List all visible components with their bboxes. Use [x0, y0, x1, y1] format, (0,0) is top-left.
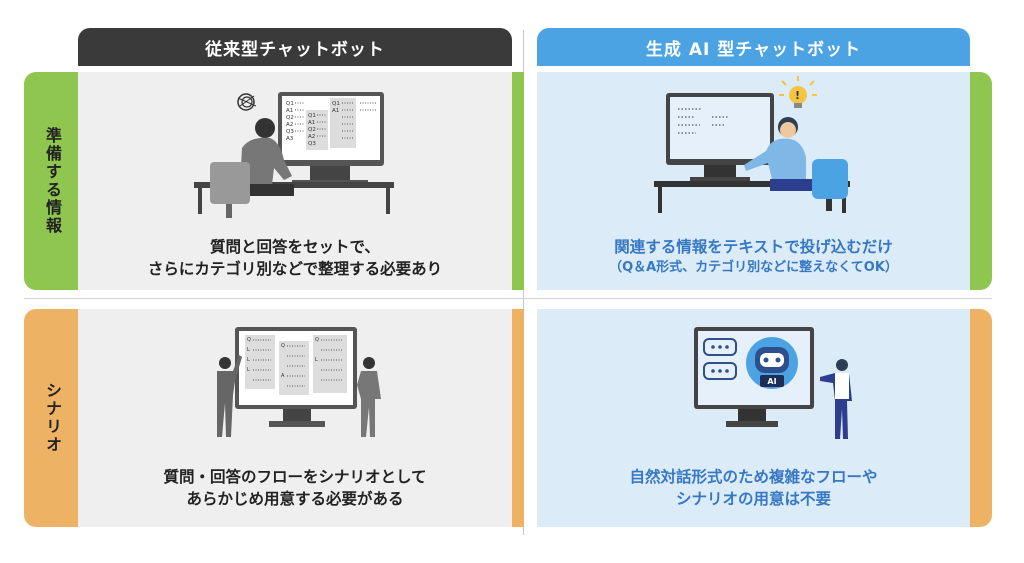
caption-traditional-scenario-line1: 質問・回答のフローをシナリオとして — [163, 468, 427, 486]
illustration-generative-scenario: AI — [694, 327, 852, 439]
person-left-head — [219, 357, 231, 369]
caption-traditional-info-line1: 質問と回答をセットで、 — [210, 238, 380, 256]
flowchart: Q L L L Q A Q L — [245, 335, 347, 395]
caption-traditional-scenario: 質問・回答のフローをシナリオとして あらかじめ用意する必要がある — [78, 466, 512, 510]
svg-text:Q: Q — [315, 337, 319, 343]
caption-generative-info: 関連する情報をテキストで投げ込むだけ （Q＆A形式、カテゴリ別などに整えなくてO… — [537, 236, 970, 278]
header-traditional-label: 従来型チャットボット — [205, 39, 385, 60]
strip-orange-mid — [512, 309, 524, 527]
strip-green-mid — [512, 72, 524, 290]
row-tab-scenario: シナリオ — [24, 309, 80, 527]
horizontal-divider — [24, 298, 992, 299]
svg-text:Q1: Q1 — [286, 101, 294, 107]
ai-badge: AI — [767, 377, 776, 386]
svg-text:Q1: Q1 — [332, 101, 340, 107]
chair — [210, 162, 250, 204]
chat-bubble-icon — [703, 338, 737, 380]
svg-text:L: L — [247, 347, 250, 353]
person-head — [836, 359, 848, 371]
svg-text:A1: A1 — [308, 120, 315, 126]
svg-text:A3: A3 — [286, 136, 294, 142]
svg-text:A1: A1 — [286, 108, 293, 114]
header-generative-label: 生成 AI 型チャットボット — [645, 39, 862, 60]
svg-text:Q1: Q1 — [308, 113, 316, 119]
strip-orange-right — [970, 309, 992, 527]
person-head — [255, 118, 275, 138]
row-label-info: 準備する情報 — [43, 127, 62, 235]
chair — [812, 159, 848, 199]
header-generative-chatbot: 生成 AI 型チャットボット — [537, 28, 970, 66]
svg-text:Q: Q — [281, 343, 285, 349]
svg-text:Q2: Q2 — [286, 115, 294, 121]
caption-generative-scenario-line1: 自然対話形式のため複雑なフローや — [629, 468, 878, 486]
lightbulb-icon: ! — [779, 76, 817, 108]
caption-traditional-scenario-line2: あらかじめ用意する必要がある — [186, 490, 404, 508]
caption-generative-info-line1: 関連する情報をテキストで投げ込むだけ — [614, 238, 893, 256]
caption-generative-scenario-line2: シナリオの用意は不要 — [675, 490, 831, 508]
svg-text:L: L — [247, 367, 250, 373]
strip-green-right — [970, 72, 992, 290]
caption-traditional-info-line2: さらにカテゴリ別などで整理する必要あり — [147, 260, 443, 278]
confused-scribble-icon — [237, 93, 257, 111]
illustration-generative-info: ! — [654, 76, 850, 213]
svg-text:Q2: Q2 — [308, 127, 316, 133]
illustration-traditional-scenario: Q L L L Q A Q L — [217, 327, 381, 437]
person-right-head — [363, 357, 375, 369]
svg-text:A2: A2 — [308, 134, 315, 140]
caption-traditional-info: 質問と回答をセットで、 さらにカテゴリ別などで整理する必要あり — [78, 236, 512, 280]
svg-text:A2: A2 — [286, 122, 293, 128]
caption-generative-info-line2: （Q＆A形式、カテゴリ別などに整えなくてOK） — [609, 260, 898, 275]
qa-list: Q1 A1 Q2 A2 Q3 A3 Q1 A1 Q2 A2 Q3 Q1 A1 — [286, 98, 376, 150]
svg-text:Q: Q — [247, 337, 251, 343]
svg-text:Q3: Q3 — [308, 141, 316, 147]
svg-text:Q3: Q3 — [286, 129, 294, 135]
row-tab-info: 準備する情報 — [24, 72, 80, 290]
row-label-scenario: シナリオ — [43, 382, 62, 454]
ai-robot-icon: AI — [746, 337, 798, 389]
svg-text:L: L — [315, 357, 318, 363]
caption-generative-scenario: 自然対話形式のため複雑なフローや シナリオの用意は不要 — [537, 466, 970, 510]
svg-text:L: L — [247, 357, 250, 363]
svg-text:A1: A1 — [332, 108, 339, 114]
illustration-traditional-info: Q1 A1 Q2 A2 Q3 A3 Q1 A1 Q2 A2 Q3 Q1 A1 — [194, 92, 394, 218]
svg-text:!: ! — [795, 89, 800, 102]
svg-text:A: A — [281, 373, 285, 379]
header-traditional-chatbot: 従来型チャットボット — [78, 28, 512, 66]
